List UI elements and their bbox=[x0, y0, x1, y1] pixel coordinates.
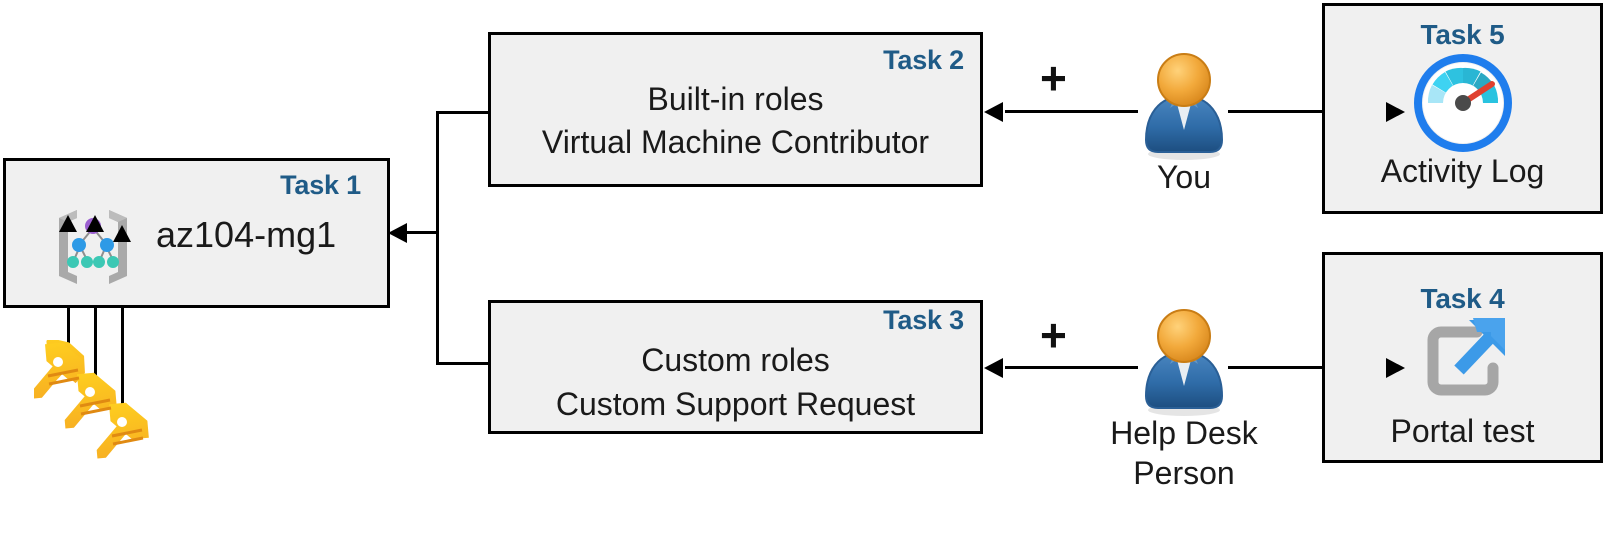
task-2-line-2: Virtual Machine Contributor bbox=[541, 124, 930, 160]
connector-helpdesk-to-task3 bbox=[1005, 366, 1138, 369]
arrowhead-to-task1 bbox=[388, 223, 407, 243]
arrowhead-you-to-task5 bbox=[1386, 102, 1405, 122]
connector-task3-to-junction bbox=[436, 362, 491, 365]
actor-help-desk-person[interactable] bbox=[1136, 308, 1232, 418]
management-group-icon bbox=[47, 200, 139, 290]
external-link-icon bbox=[1415, 310, 1511, 406]
actor-help-desk-caption-line-1: Help Desk bbox=[1110, 415, 1258, 451]
connector-vertical-junction bbox=[436, 111, 439, 365]
gauge-icon bbox=[1413, 54, 1512, 152]
arrowhead-key2 bbox=[86, 215, 104, 232]
task-4-label: Task 4 bbox=[1420, 283, 1505, 314]
task-3-line-2: Custom Support Request bbox=[555, 386, 916, 422]
task-1-resource-name: az104-mg1 bbox=[156, 214, 337, 255]
task-box-3[interactable]: Task 3 Custom roles Custom Support Reque… bbox=[488, 300, 983, 434]
connector-key3-to-task1 bbox=[121, 235, 124, 410]
plus-operator-top: + bbox=[1040, 52, 1067, 104]
actor-you-caption: You bbox=[1157, 159, 1211, 195]
task-2-line-1: Built-in roles bbox=[647, 81, 824, 117]
plus-operator-bottom: + bbox=[1040, 309, 1067, 361]
arrowhead-key3 bbox=[113, 225, 131, 242]
connector-you-to-task5 bbox=[1228, 110, 1388, 113]
task-box-4[interactable]: Task 4 Portal test bbox=[1322, 252, 1603, 463]
task-5-label: Task 5 bbox=[1420, 19, 1505, 50]
task-4-caption: Portal test bbox=[1390, 413, 1535, 449]
task-box-2[interactable]: Task 2 Built-in roles Virtual Machine Co… bbox=[488, 32, 983, 187]
connector-you-to-task2 bbox=[1005, 110, 1138, 113]
arrowhead-helpdesk-to-task4 bbox=[1386, 358, 1405, 378]
task-3-line-1: Custom roles bbox=[641, 342, 830, 378]
task-1-label: Task 1 bbox=[280, 170, 361, 200]
task-3-label: Task 3 bbox=[883, 305, 964, 335]
connector-task2-to-junction bbox=[436, 111, 491, 114]
connector-helpdesk-to-task4 bbox=[1228, 366, 1388, 369]
keys-icon bbox=[32, 337, 149, 470]
task-5-caption: Activity Log bbox=[1380, 153, 1545, 189]
connector-junction-to-task1 bbox=[406, 231, 439, 234]
actor-you[interactable] bbox=[1136, 52, 1232, 162]
actor-help-desk-caption-line-2: Person bbox=[1133, 455, 1235, 491]
task-2-label: Task 2 bbox=[883, 45, 964, 75]
arrowhead-key1 bbox=[59, 215, 77, 232]
task-box-5[interactable]: Task 5 Activity Log bbox=[1322, 3, 1603, 214]
arrowhead-helpdesk-to-task3 bbox=[984, 358, 1003, 378]
arrowhead-you-to-task2 bbox=[984, 102, 1003, 122]
